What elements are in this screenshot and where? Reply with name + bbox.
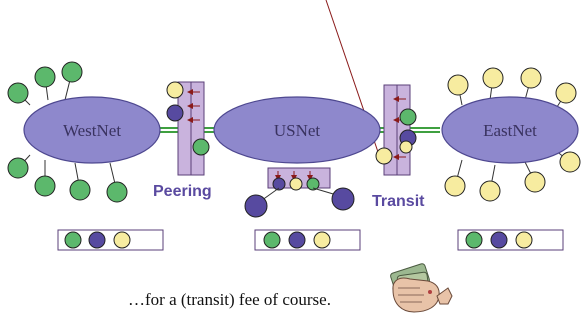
transit-prefix-yellow-inner [399, 140, 413, 154]
usnet-customer-left [244, 194, 268, 218]
usnet: USNet [213, 96, 381, 164]
westnet: WestNet [23, 96, 161, 164]
transit-prefix-green [399, 108, 417, 126]
eastnet-customers [444, 67, 581, 202]
eastnet: EastNet [441, 96, 579, 164]
caption: …for a (transit) fee of course. [128, 290, 331, 309]
peering-prefix-purple [166, 104, 184, 122]
eastnet-routing-table [457, 229, 564, 251]
usnet-label: USNet [274, 121, 321, 140]
westnet-customers [7, 61, 128, 203]
transit-prefix-yellow [375, 147, 393, 165]
usnet-customer-router [244, 167, 355, 218]
peering-prefix-green [192, 138, 210, 156]
transit-label: Transit [372, 193, 425, 210]
usnet-routing-table [254, 229, 361, 251]
peering-prefix-yellow [166, 81, 184, 99]
westnet-label: WestNet [63, 121, 121, 140]
usnet-customer-right [331, 187, 355, 211]
westnet-routing-table [57, 229, 164, 251]
peering-router [166, 81, 210, 176]
transit-router [375, 84, 417, 176]
hand-holding-money-icon [390, 263, 453, 313]
peering-label: Peering [153, 183, 212, 200]
eastnet-label: EastNet [483, 121, 537, 140]
